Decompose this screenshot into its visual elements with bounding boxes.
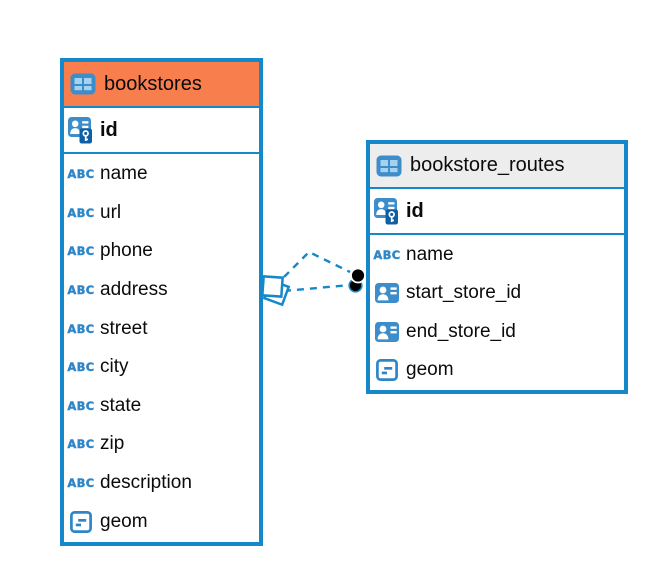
- text-type-icon: ABC: [67, 476, 95, 491]
- column-name: zip: [100, 433, 125, 455]
- foreign-key-icon: [375, 283, 399, 304]
- text-type-icon: ABC: [67, 244, 95, 259]
- column-row-name[interactable]: ABC name: [64, 155, 259, 194]
- column-name: id: [100, 118, 118, 141]
- column-name: start_store_id: [406, 282, 522, 304]
- relationship-line-upper: [283, 250, 351, 278]
- text-type-icon: ABC: [67, 360, 95, 375]
- primary-key-icon: [68, 116, 93, 144]
- column-name: state: [100, 394, 142, 416]
- entity-title: bookstores: [104, 72, 202, 95]
- geometry-type-icon: [69, 510, 93, 533]
- entity-title: bookstore_routes: [410, 154, 565, 176]
- text-type-icon: ABC: [67, 321, 95, 336]
- foreign-key-icon: [375, 321, 399, 342]
- column-row-end-store-id[interactable]: end_store_id: [370, 313, 624, 351]
- column-row-id[interactable]: id: [370, 189, 624, 235]
- entity-bookstores-header[interactable]: bookstores: [64, 62, 259, 108]
- column-name: name: [100, 163, 148, 185]
- entity-bookstores-columns: ABC name ABC url ABC phone ABC address A…: [64, 154, 259, 542]
- column-name: id: [406, 199, 424, 222]
- column-name: phone: [100, 240, 153, 262]
- foreign-key-relationship[interactable]: [261, 250, 366, 307]
- column-row-address[interactable]: ABC address: [64, 271, 259, 310]
- column-name: description: [100, 472, 192, 494]
- column-row-street[interactable]: ABC street: [64, 309, 259, 348]
- connector-dot-marker: [348, 267, 366, 293]
- column-name: city: [100, 356, 129, 378]
- column-row-description[interactable]: ABC description: [64, 464, 259, 503]
- column-row-geom[interactable]: geom: [64, 502, 259, 541]
- entity-bookstore-routes-columns: ABC name start_store_id end_store_id geo…: [370, 235, 624, 390]
- primary-key-icon: [374, 197, 399, 225]
- text-type-icon: ABC: [67, 437, 95, 452]
- column-row-zip[interactable]: ABC zip: [64, 425, 259, 464]
- column-row-state[interactable]: ABC state: [64, 387, 259, 426]
- entity-bookstore-routes-header[interactable]: bookstore_routes: [370, 144, 624, 189]
- entity-bookstore-routes[interactable]: bookstore_routes id ABC name start_store…: [366, 140, 628, 394]
- column-row-city[interactable]: ABC city: [64, 348, 259, 387]
- column-row-url[interactable]: ABC url: [64, 194, 259, 233]
- text-type-icon: ABC: [67, 205, 95, 220]
- table-icon: [70, 73, 96, 95]
- text-type-icon: ABC: [373, 248, 401, 263]
- column-row-id[interactable]: id: [64, 108, 259, 154]
- column-name: geom: [406, 358, 454, 380]
- column-name: street: [100, 317, 148, 339]
- column-name: geom: [100, 510, 148, 532]
- text-type-icon: ABC: [67, 283, 95, 298]
- many-end-squares-marker: [261, 275, 291, 307]
- column-name: name: [406, 244, 454, 266]
- entity-bookstores[interactable]: bookstores id ABC name ABC url ABC phone…: [60, 58, 263, 546]
- column-name: end_store_id: [406, 320, 516, 342]
- column-row-geom[interactable]: geom: [370, 351, 624, 389]
- geometry-type-icon: [375, 358, 399, 381]
- relationship-line-lower: [283, 283, 351, 293]
- column-name: url: [100, 201, 122, 223]
- column-row-start-store-id[interactable]: start_store_id: [370, 274, 624, 312]
- column-row-name[interactable]: ABC name: [370, 236, 624, 274]
- column-row-phone[interactable]: ABC phone: [64, 232, 259, 271]
- column-name: address: [100, 279, 168, 301]
- table-icon: [376, 155, 402, 177]
- text-type-icon: ABC: [67, 167, 95, 182]
- text-type-icon: ABC: [67, 398, 95, 413]
